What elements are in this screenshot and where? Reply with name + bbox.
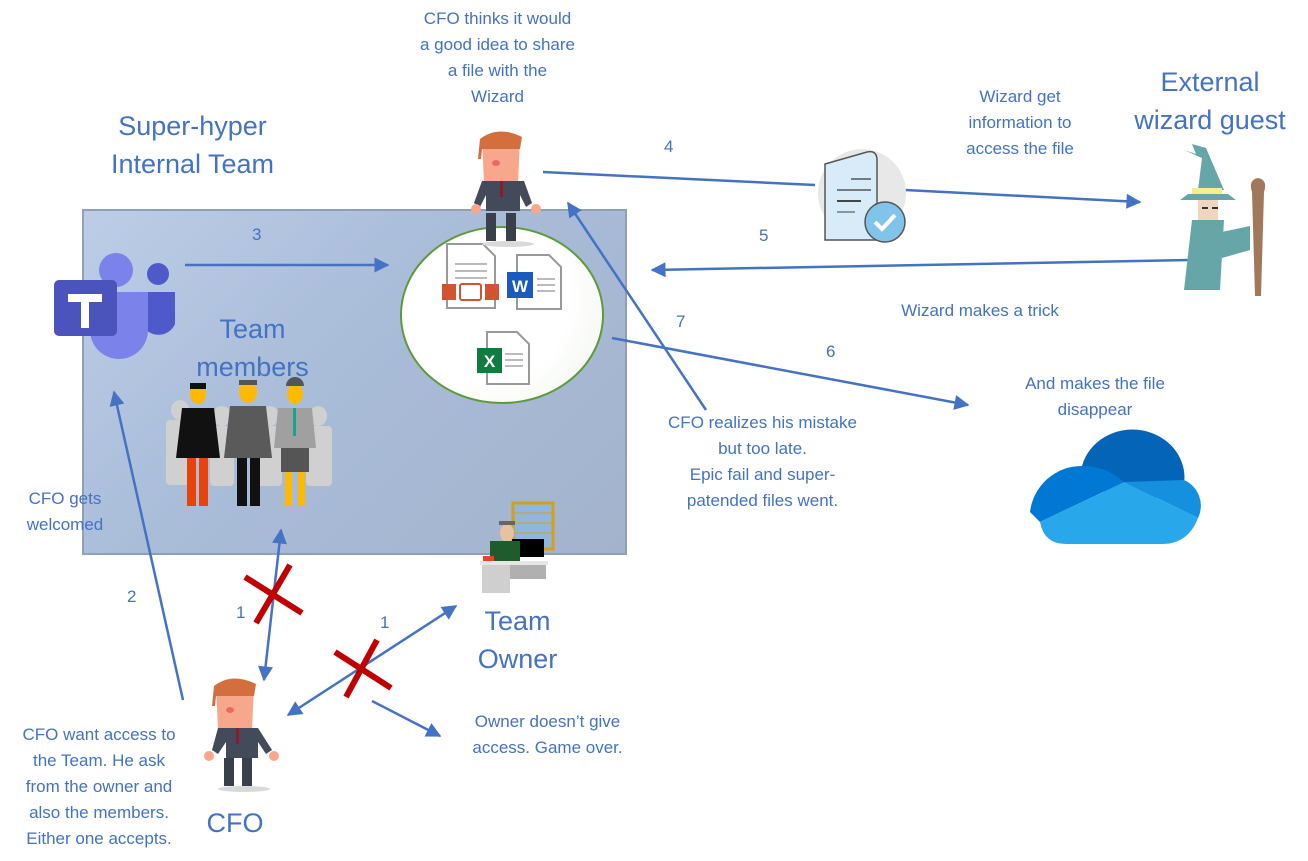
team-title: Super-hyper Internal Team — [110, 111, 275, 179]
wizard-icon — [1180, 144, 1266, 296]
cfo-person-icon — [204, 678, 279, 792]
arrow-step7-realize-to-cfo — [566, 201, 708, 411]
arrow-step1-cfo-owner — [286, 604, 458, 717]
note-owner-denies: Owner doesn’t give access. Game over. — [472, 712, 623, 757]
arrow-step1-cfo-members — [258, 528, 287, 682]
step-number-6: 6 — [826, 342, 836, 361]
note-cfo-share-idea: CFO thinks it would a good idea to share… — [419, 9, 575, 106]
step-number-1-members: 1 — [236, 603, 246, 622]
word-file-icon: W — [507, 254, 562, 310]
arrow-step6-files-to-onedrive — [611, 336, 970, 410]
onedrive-cloud-icon — [1030, 429, 1201, 544]
teams-logo-icon — [54, 253, 175, 359]
note-cfo-realizes: CFO realizes his mistake but too late. E… — [668, 413, 857, 510]
shared-document-check-icon — [818, 149, 906, 243]
powerpoint-file-icon — [442, 243, 499, 309]
team-members-label: Team members — [196, 314, 309, 382]
cfo-person-icon — [471, 131, 541, 247]
denied-x-icon — [333, 638, 393, 699]
arrow-step4-cfo-to-document — [542, 170, 816, 187]
arrow-step2-cfo-to-teams — [109, 390, 185, 701]
step-number-3: 3 — [252, 225, 262, 244]
external-guest-title: External wizard guest — [1134, 67, 1286, 135]
step-number-4: 4 — [664, 137, 674, 156]
svg-text:W: W — [512, 277, 529, 296]
step-number-7: 7 — [676, 312, 686, 331]
svg-text:X: X — [484, 352, 496, 371]
team-owner-desk-icon — [480, 501, 555, 593]
denied-x-icon — [243, 563, 304, 625]
team-owner-label: Team Owner — [477, 606, 558, 674]
cfo-label: CFO — [206, 808, 264, 838]
arrow-owner-denies — [371, 699, 442, 738]
arrow-step5-wizard-to-files — [650, 258, 1191, 278]
step-number-5: 5 — [759, 226, 769, 245]
step-number-2: 2 — [127, 587, 137, 606]
note-wizard-trick: Wizard makes a trick — [901, 301, 1059, 320]
note-cfo-wants-access: CFO want access to the Team. He ask from… — [22, 725, 176, 848]
arrow-step4-document-to-wizard — [904, 188, 1142, 209]
team-members-people-icon — [166, 377, 332, 506]
excel-file-icon: X — [477, 331, 530, 385]
note-file-disappear: And makes the file disappear — [1025, 374, 1165, 419]
note-cfo-welcomed: CFO gets welcomed — [26, 489, 104, 534]
note-wizard-get-info: Wizard get information to access the fil… — [966, 87, 1074, 158]
